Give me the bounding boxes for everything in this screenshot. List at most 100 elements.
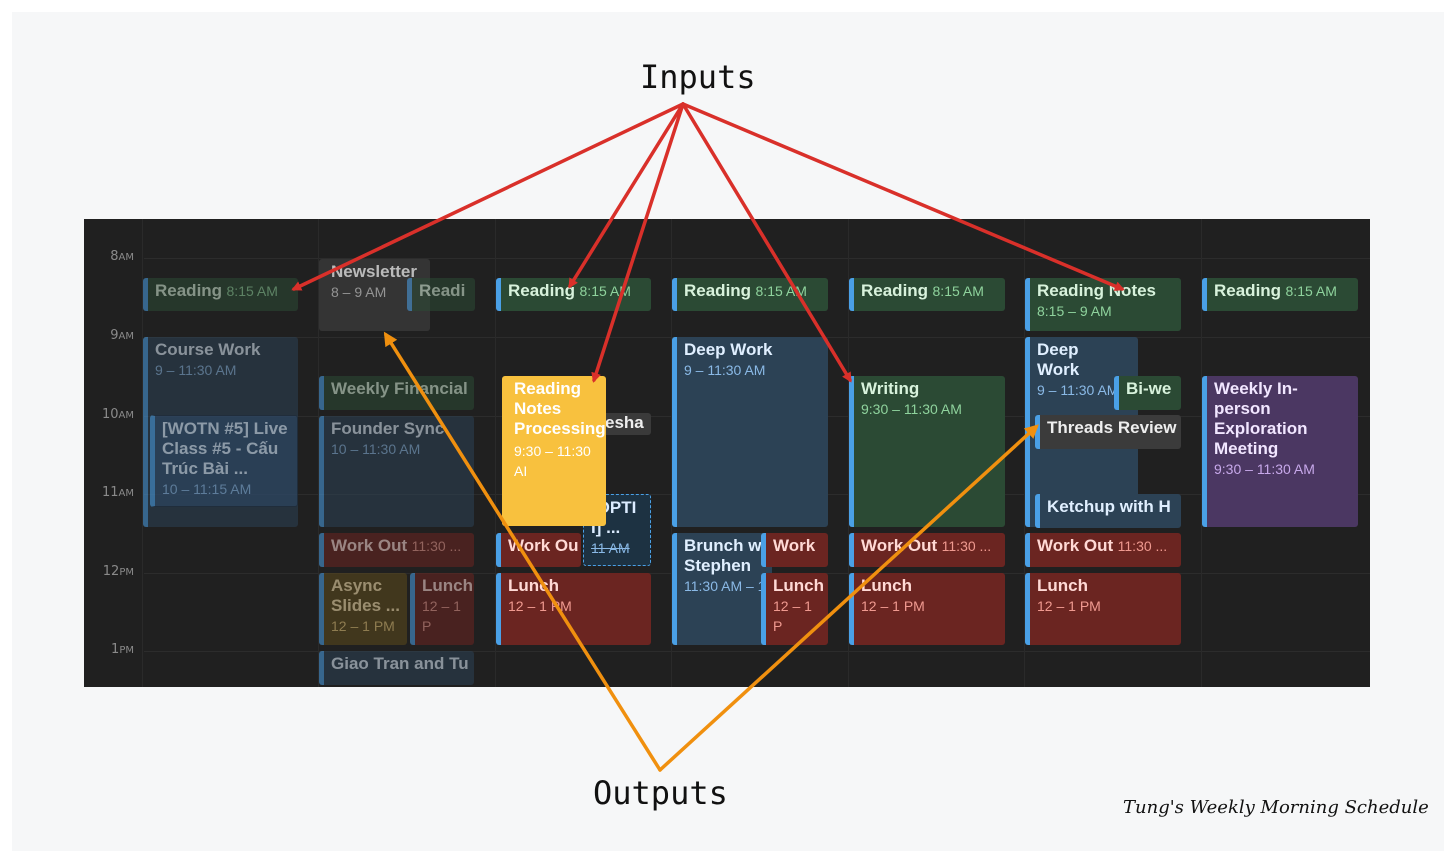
event-threads-review[interactable]: Threads Review	[1035, 415, 1181, 449]
input-arrow	[591, 102, 685, 383]
event-async-slides[interactable]: Async Slides ... 12 – 1 PM	[319, 573, 407, 645]
event-title: Deep Work	[684, 340, 773, 359]
event-title: Lunch	[773, 576, 824, 595]
event-bi-weekly[interactable]: Bi-we	[1114, 376, 1181, 410]
output-arrow	[658, 424, 1039, 772]
event-time: 11:30 ...	[411, 538, 462, 554]
event-time: 11:30 AM – 1	[684, 578, 766, 594]
event-weekly-financial[interactable]: Weekly Financial	[319, 376, 474, 410]
hour-gridline	[144, 258, 1370, 259]
hour-label-11am: 11AM	[101, 485, 134, 500]
event-weekly-in-person-meeting[interactable]: Weekly In-person Exploration Meeting 9:3…	[1202, 376, 1358, 527]
event-title: Weekly In-person Exploration Meeting	[1214, 379, 1308, 458]
event-deep-work[interactable]: Deep Work 9 – 11:30 AM	[672, 337, 828, 527]
event-time: 8:15 – 9 AM	[1037, 303, 1112, 319]
figure-caption: Tung's Weekly Morning Schedule	[1123, 797, 1429, 818]
day-divider	[848, 219, 849, 687]
event-work-out[interactable]: Work Out 11:30 ...	[1025, 533, 1181, 567]
event-work-out[interactable]: Work Out 11:30 ...	[319, 533, 474, 567]
event-title: Work	[773, 536, 816, 555]
event-ketchup[interactable]: Ketchup with H	[1035, 494, 1181, 528]
event-title: Bi-we	[1126, 379, 1172, 398]
day-divider	[318, 219, 319, 687]
event-time: 9 – 11:30 AM	[1037, 382, 1119, 398]
event-time: 8:15 AM	[579, 283, 631, 299]
event-title: [WOTN #5] Live Class #5 - Cấu Trúc Bài .…	[162, 419, 288, 478]
event-lunch[interactable]: Lunch 12 – 1 P	[761, 573, 828, 645]
event-time: 8:15 AM	[226, 283, 278, 299]
event-time: 12 – 1 PM	[331, 618, 395, 634]
event-time: 11:30 ...	[1117, 538, 1168, 554]
input-arrow	[681, 102, 1125, 291]
event-time: 10 – 11:15 AM	[162, 481, 252, 497]
event-time: 9:30 – 11:30 AI	[514, 443, 591, 479]
event-time: 11 AM	[591, 540, 630, 556]
event-reading-notes-processing[interactable]: Reading Notes Processing 9:30 – 11:30 AI	[502, 376, 606, 526]
event-title: Reading	[684, 281, 752, 300]
event-title: Founder Sync	[331, 419, 445, 438]
event-title: Reading Notes Processing	[514, 379, 606, 438]
event-lunch[interactable]: Lunch 12 – 1 P	[410, 573, 474, 645]
event-title: Work Out	[1037, 536, 1114, 555]
event-time: 10 – 11:30 AM	[331, 441, 421, 457]
outputs-label: Outputs	[593, 774, 728, 812]
event-time: 9 – 11:30 AM	[155, 362, 237, 378]
event-lunch[interactable]: Lunch 12 – 1 PM	[496, 573, 651, 645]
hour-label-9am: 9AM	[110, 328, 134, 343]
event-work-out[interactable]: Work Out 11:30 ...	[849, 533, 1005, 567]
event-title: Lunch	[1037, 576, 1088, 595]
event-brunch-stephen[interactable]: Brunch w Stephen 11:30 AM – 1	[672, 533, 772, 645]
event-reading[interactable]: Reading 8:15 AM	[1202, 278, 1358, 311]
event-title: Reading	[155, 281, 223, 300]
event-reading-notes[interactable]: Reading Notes 8:15 – 9 AM	[1025, 278, 1181, 331]
input-arrow	[568, 102, 685, 289]
event-title: Lunch	[422, 576, 473, 595]
event-lunch[interactable]: Lunch 12 – 1 PM	[849, 573, 1005, 645]
input-arrow	[681, 102, 852, 383]
hour-label-8am: 8AM	[110, 249, 134, 264]
event-title: Writing	[861, 379, 920, 398]
event-reading[interactable]: Reading 8:15 AM	[849, 278, 1005, 311]
event-time: 11:30 ...	[941, 538, 992, 554]
event-reading[interactable]: Reading 8:15 AM	[143, 278, 298, 311]
event-time: 12 – 1 PM	[1037, 598, 1101, 614]
hour-label-12pm: 12PM	[102, 564, 134, 579]
event-writing[interactable]: Writing 9:30 – 11:30 AM	[849, 376, 1005, 527]
event-wotn-live-class[interactable]: [WOTN #5] Live Class #5 - Cấu Trúc Bài .…	[150, 415, 298, 507]
event-title: Brunch w Stephen	[684, 536, 762, 575]
event-title: Ketchup with H	[1047, 497, 1171, 516]
event-title: Lunch	[861, 576, 912, 595]
event-title: Reading	[861, 281, 929, 300]
event-lunch[interactable]: Lunch 12 – 1 PM	[1025, 573, 1181, 645]
event-time: 9 – 11:30 AM	[684, 362, 766, 378]
input-arrow	[291, 102, 685, 291]
inputs-label: Inputs	[640, 58, 756, 96]
output-arrow	[383, 331, 662, 772]
event-reading[interactable]: Readi	[407, 278, 475, 311]
event-title: Reading	[1214, 281, 1282, 300]
event-time: 8 – 9 AM	[331, 284, 387, 300]
calendar-week-view: 8AM 9AM 10AM 11AM 12PM 1PM Reading 8:15 …	[84, 219, 1370, 687]
event-time: 8:15 AM	[932, 283, 984, 299]
event-title: Reading	[508, 281, 576, 300]
event-title: Work Ou	[508, 536, 579, 555]
event-title: Work Out	[331, 536, 408, 555]
event-time: 9:30 – 11:30 AM	[861, 401, 962, 417]
event-title: Course Work	[155, 340, 261, 359]
event-founder-sync[interactable]: Founder Sync 10 – 11:30 AM	[319, 416, 474, 527]
day-divider	[142, 219, 143, 687]
hour-label-1pm: 1PM	[111, 642, 134, 657]
event-time: 9:30 – 11:30 AM	[1214, 461, 1315, 477]
event-work[interactable]: Work	[761, 533, 828, 567]
event-title: esha	[605, 413, 644, 432]
event-time: 12 – 1 P	[773, 598, 812, 634]
event-title: Async Slides ...	[331, 576, 400, 615]
day-divider	[495, 219, 496, 687]
event-giao-tran[interactable]: Giao Tran and Tu	[319, 651, 474, 685]
hour-label-10am: 10AM	[101, 407, 134, 422]
event-title: Readi	[419, 281, 466, 300]
event-title: Weekly Financial	[331, 379, 468, 398]
day-divider	[1024, 219, 1025, 687]
event-work-out[interactable]: Work Ou	[496, 533, 581, 567]
